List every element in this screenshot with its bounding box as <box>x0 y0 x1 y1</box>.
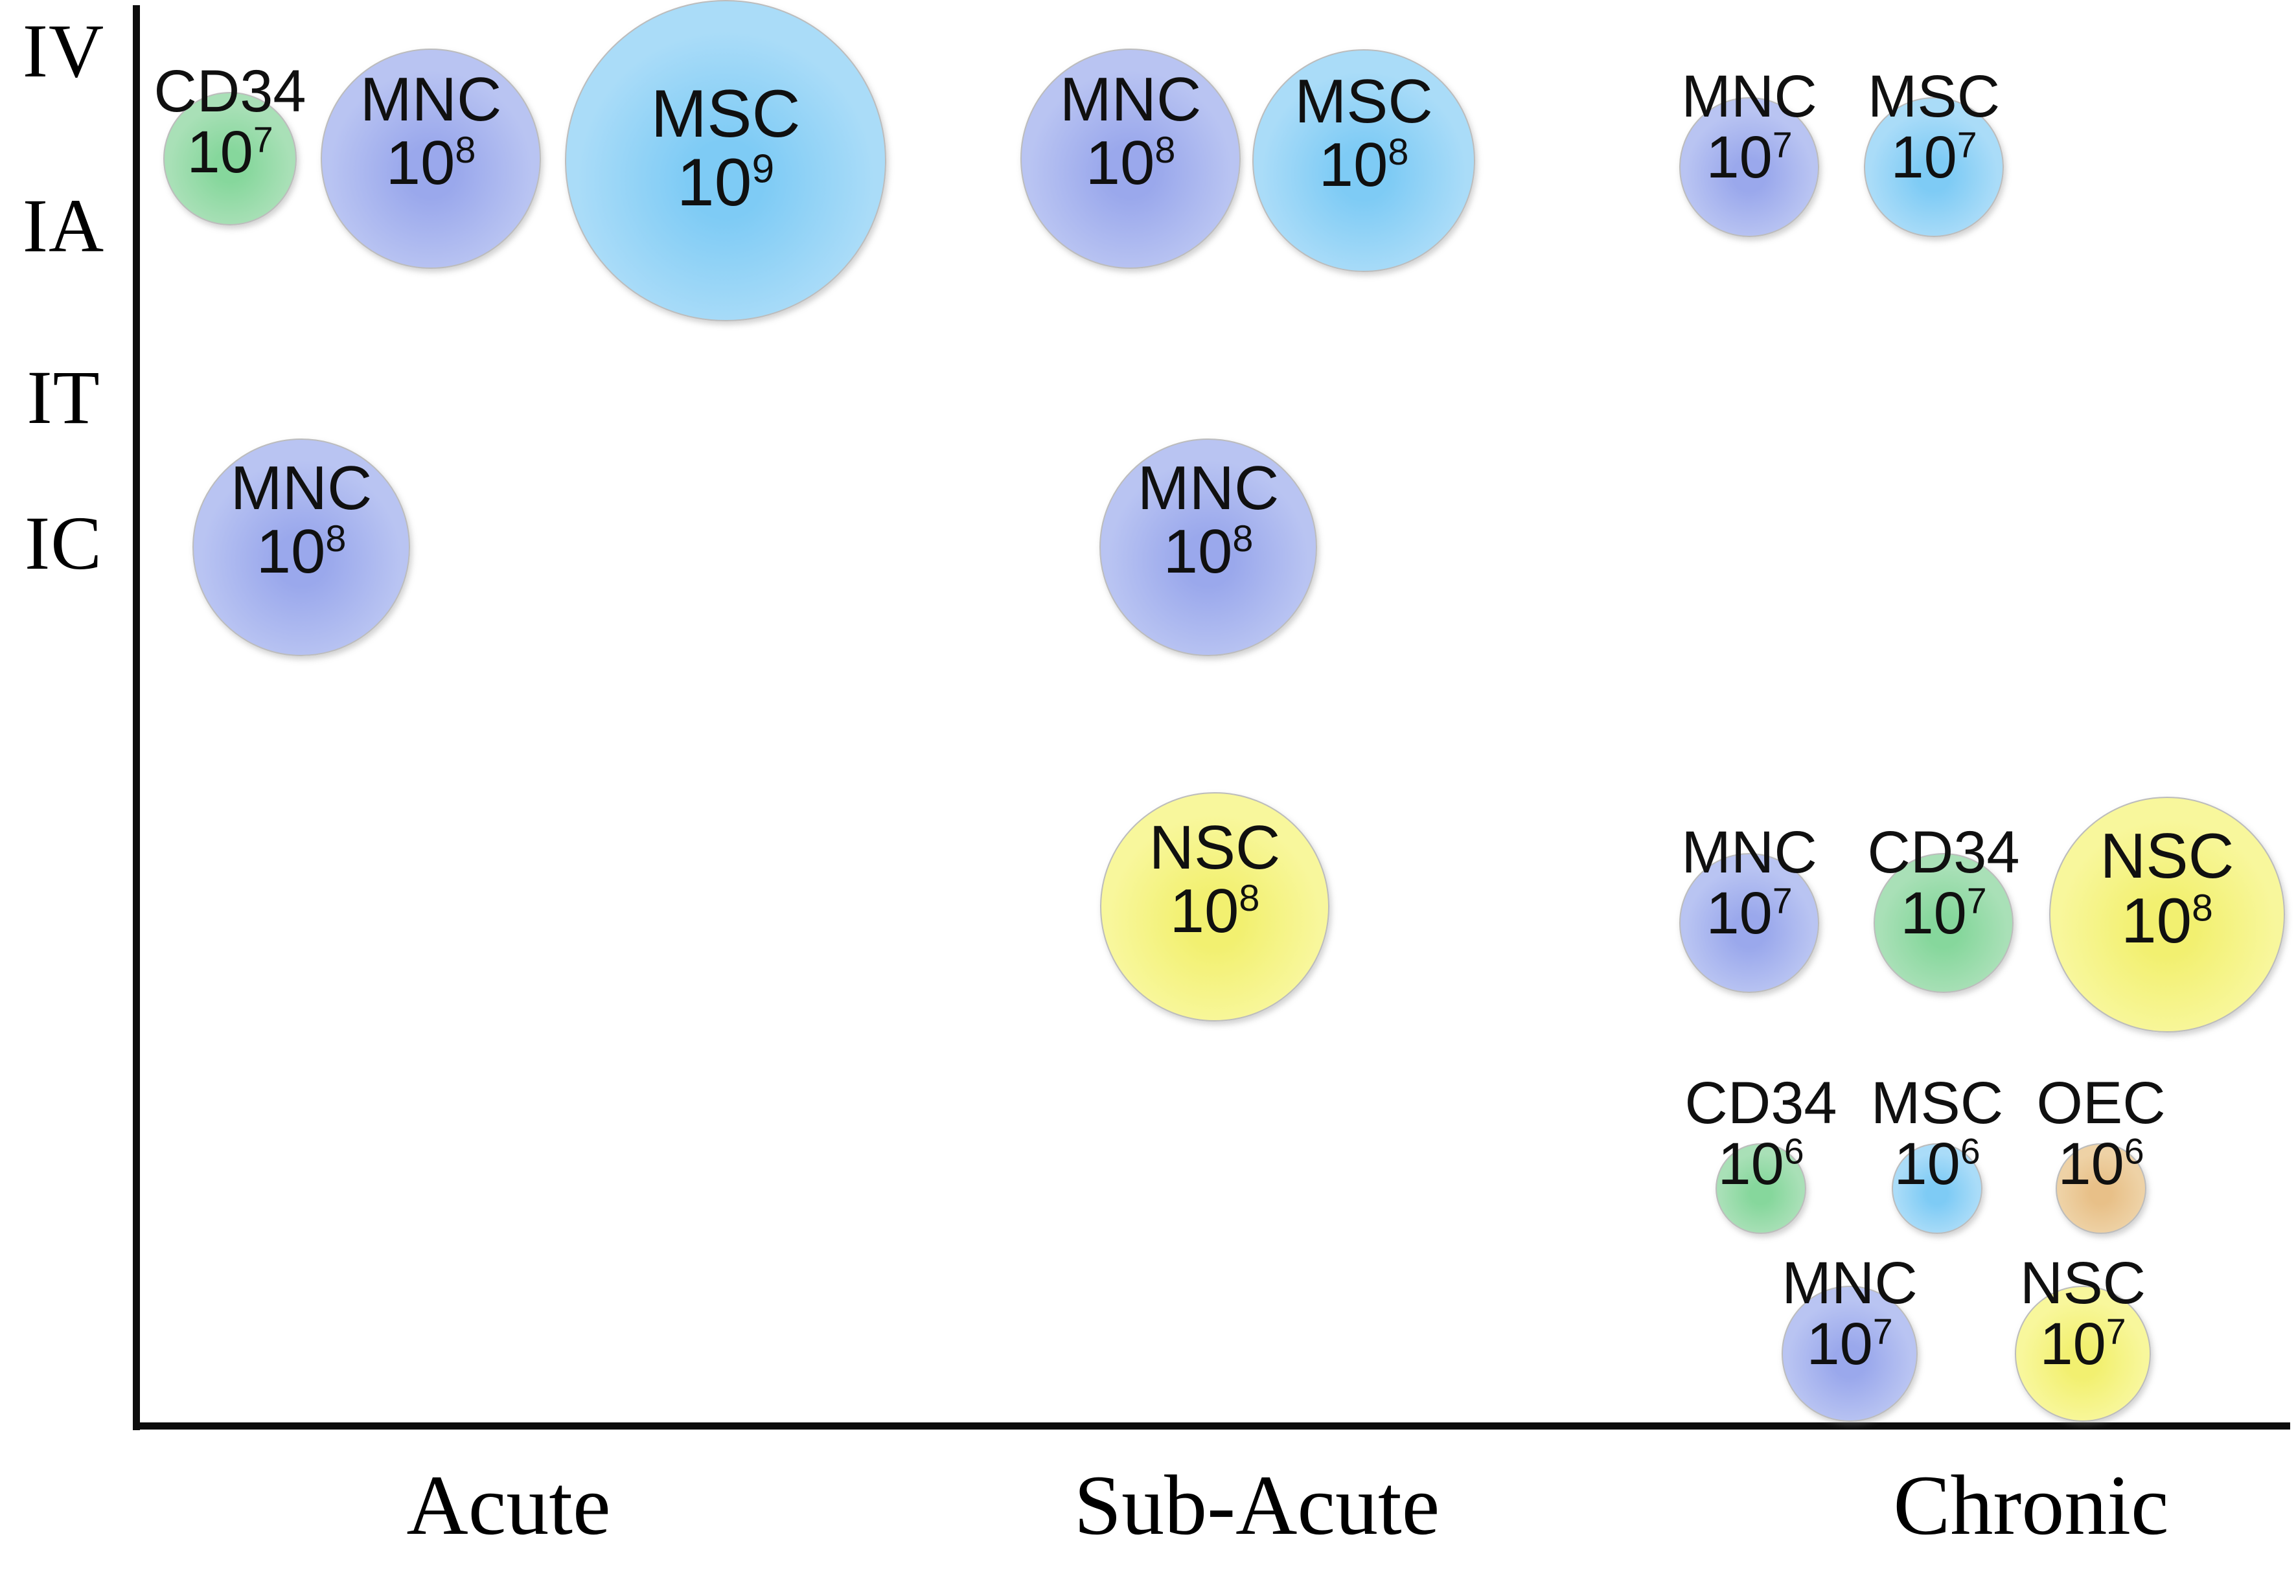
x-tick-acute: Acute <box>406 1457 611 1553</box>
bubble-circle <box>163 92 297 225</box>
y-tick-ia: IA <box>22 183 105 268</box>
bubble-cell-type: MSC <box>1870 1070 2004 1136</box>
bubble-circle <box>1679 853 1819 993</box>
y-axis-line <box>133 5 140 1430</box>
bubble-circle <box>1020 49 1241 269</box>
bubble-circle <box>1099 439 1317 656</box>
bubble-circle <box>2056 1143 2146 1234</box>
bubble-circle <box>565 0 886 321</box>
y-tick-ic: IC <box>25 501 102 586</box>
bubble-circle <box>1679 97 1819 237</box>
bubble-circle <box>2049 797 2285 1032</box>
bubble-circle <box>1874 853 2014 993</box>
bubble-circle <box>1892 1143 1982 1234</box>
x-tick-sub-acute: Sub-Acute <box>1073 1457 1440 1553</box>
bubble-cell-type: OEC <box>2036 1070 2166 1136</box>
x-axis-line <box>133 1422 2290 1430</box>
bubble-circle <box>1716 1143 1806 1234</box>
bubble-circle <box>1252 49 1475 272</box>
x-tick-chronic: Chronic <box>1893 1457 2169 1553</box>
bubble-circle <box>192 439 410 656</box>
bubble-circle <box>1782 1286 1918 1422</box>
y-tick-it: IT <box>27 355 100 440</box>
bubble-circle <box>2015 1286 2151 1422</box>
y-tick-iv: IV <box>22 8 105 93</box>
bubble-circle <box>321 49 541 269</box>
bubble-cell-type: CD34 <box>1684 1070 1837 1136</box>
bubble-circle <box>1864 97 2004 237</box>
bubble-circle <box>1100 792 1329 1021</box>
